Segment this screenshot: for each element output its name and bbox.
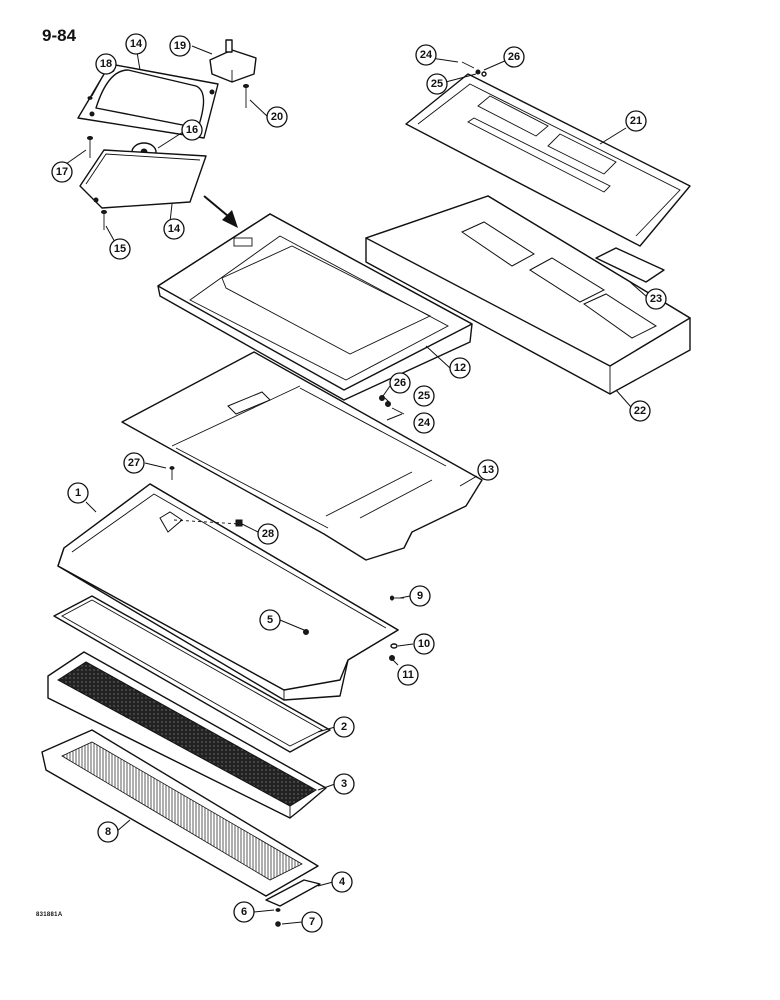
part-8-grille — [41, 729, 319, 897]
part-10-washer — [390, 643, 398, 649]
callout-14-lower: 14 — [163, 218, 185, 240]
callout-2: 2 — [333, 716, 355, 738]
callout-17: 17 — [51, 161, 73, 183]
assembly-arrow — [203, 195, 238, 228]
callout-25-lower: 25 — [413, 385, 435, 407]
part-7-nut — [275, 921, 281, 927]
callout-3: 3 — [333, 773, 355, 795]
callouts: 1 2 3 4 5 6 7 8 9 10 11 12 13 14 14 15 1… — [51, 33, 667, 933]
callout-25-lower-label: 25 — [418, 390, 430, 402]
callout-20: 20 — [266, 106, 288, 128]
part-24-25-26-hardware-lower — [379, 395, 405, 415]
leader-lines — [65, 45, 648, 925]
part-14-lamp-base — [79, 149, 207, 209]
part-6-screw — [275, 908, 281, 912]
callout-26-lower-label: 26 — [394, 377, 406, 389]
callout-24-lower: 24 — [413, 412, 435, 434]
callout-7-label: 7 — [309, 916, 315, 928]
callout-16-label: 16 — [186, 124, 198, 136]
callout-22-label: 22 — [634, 405, 646, 417]
callout-10-label: 10 — [418, 638, 430, 650]
figure-code: 831881A — [36, 912, 63, 918]
callout-11-label: 11 — [402, 669, 414, 681]
part-3-filter — [47, 651, 327, 819]
callout-19-label: 19 — [174, 40, 186, 52]
callout-26-lower: 26 — [389, 372, 411, 394]
callout-14-upper: 14 — [125, 33, 147, 55]
callout-1-label: 1 — [75, 487, 81, 499]
part-23-hinge — [595, 247, 665, 283]
part-21-frame — [405, 73, 691, 247]
callout-6-label: 6 — [241, 906, 247, 918]
part-11-nut — [389, 655, 395, 661]
callout-23: 23 — [645, 288, 667, 310]
callout-5-label: 5 — [267, 614, 273, 626]
callout-21-label: 21 — [630, 115, 642, 127]
callout-18: 18 — [95, 53, 117, 75]
callout-9: 9 — [409, 585, 431, 607]
callout-14-upper-label: 14 — [130, 38, 143, 50]
callout-8-label: 8 — [105, 826, 111, 838]
part-22-insulation-pad — [365, 195, 691, 395]
callout-21: 21 — [625, 110, 647, 132]
part-1-housing — [57, 483, 399, 701]
callout-10: 10 — [413, 633, 435, 655]
callout-4-label: 4 — [339, 876, 346, 888]
callout-7: 7 — [301, 911, 323, 933]
callout-12: 12 — [449, 357, 471, 379]
callout-2-label: 2 — [341, 721, 347, 733]
callout-28-label: 28 — [262, 528, 274, 540]
callout-19: 19 — [169, 35, 191, 57]
callout-6: 6 — [233, 901, 255, 923]
part-24-25-26-hardware-upper — [461, 61, 487, 77]
part-15-screw — [101, 210, 107, 230]
part-19-switch — [209, 39, 257, 83]
part-18-screw — [87, 96, 93, 100]
callout-23-label: 23 — [650, 293, 662, 305]
callout-28: 28 — [257, 523, 279, 545]
callout-3-label: 3 — [341, 778, 347, 790]
part-2-gasket — [53, 595, 331, 753]
callout-11: 11 — [397, 664, 419, 686]
part-27-screw — [169, 466, 175, 480]
part-17-screw — [87, 136, 93, 158]
callout-18-label: 18 — [100, 58, 112, 70]
part-20-screw — [243, 84, 249, 108]
callout-25-upper-label: 25 — [431, 78, 443, 90]
callout-13: 13 — [477, 459, 499, 481]
callout-8: 8 — [97, 821, 119, 843]
callout-26-upper-label: 26 — [508, 51, 520, 63]
callout-14-lower-label: 14 — [168, 223, 181, 235]
callout-12-label: 12 — [454, 362, 466, 374]
callout-5: 5 — [259, 609, 281, 631]
callout-13-label: 13 — [482, 464, 494, 476]
callout-24-lower-label: 24 — [418, 417, 431, 429]
callout-27-label: 27 — [128, 457, 140, 469]
callout-25-upper: 25 — [426, 73, 448, 95]
part-14-dome-cover — [77, 63, 219, 139]
callout-20-label: 20 — [271, 111, 283, 123]
part-4-bracket — [265, 879, 321, 907]
callout-1: 1 — [67, 482, 89, 504]
page-number: 9-84 — [42, 26, 77, 45]
part-13-insulation-pad — [121, 351, 483, 561]
callout-26-upper: 26 — [503, 46, 525, 68]
part-12-center-cover — [157, 213, 473, 401]
part-28-clip — [235, 519, 243, 527]
callout-24-upper-label: 24 — [420, 49, 433, 61]
callout-27: 27 — [123, 452, 145, 474]
callout-24-upper: 24 — [415, 44, 437, 66]
callout-4: 4 — [331, 871, 353, 893]
callout-17-label: 17 — [56, 166, 68, 178]
callout-22: 22 — [629, 400, 651, 422]
callout-15-label: 15 — [114, 243, 126, 255]
callout-9-label: 9 — [417, 590, 423, 602]
callout-15: 15 — [109, 238, 131, 260]
callout-16: 16 — [181, 119, 203, 141]
